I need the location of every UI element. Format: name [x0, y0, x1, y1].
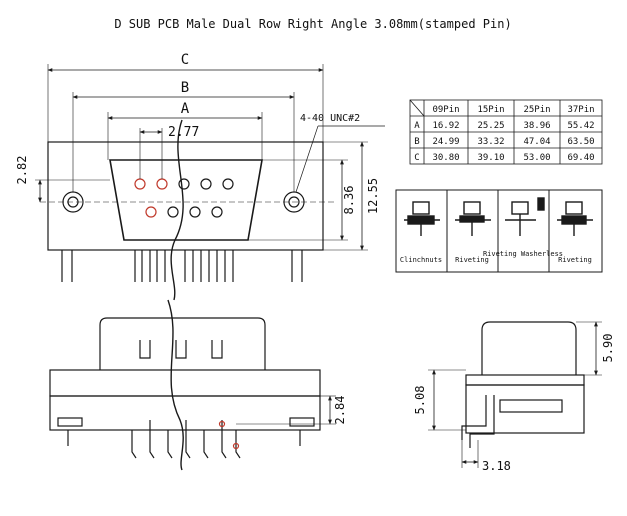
dim-b-label: B [181, 80, 189, 96]
option-label-4: Riveting [558, 256, 592, 264]
side-view [428, 321, 602, 468]
pin-8 [189, 206, 201, 218]
side-shell [481, 321, 577, 375]
svg-text:38.96: 38.96 [523, 121, 550, 131]
svg-text:24.99: 24.99 [432, 137, 459, 147]
dim-c-label: C [181, 52, 189, 68]
dim-front-pin: 2.84 [333, 396, 347, 425]
svg-text:37Pin: 37Pin [567, 105, 594, 115]
svg-text:A: A [414, 121, 420, 131]
pin-legs [134, 250, 234, 282]
dim-side-bottom: 3.18 [482, 459, 511, 473]
svg-text:33.32: 33.32 [477, 137, 504, 147]
pin-3 [178, 178, 190, 190]
d-shell [109, 159, 263, 241]
dim-left-height: 2.82 [15, 156, 29, 185]
svg-text:53.00: 53.00 [523, 153, 550, 163]
svg-text:47.04: 47.04 [523, 137, 550, 147]
pin-4 [200, 178, 212, 190]
pin-7 [167, 206, 179, 218]
option-icon-3 [505, 197, 545, 236]
dim-side-mid: 5.08 [413, 386, 427, 415]
option-label-3: Riveting Washerless [483, 250, 563, 258]
size-table: 09Pin 15Pin 25Pin 37Pin A 16.92 25.25 38… [409, 99, 603, 165]
option-label-1: Clinchnuts [400, 256, 442, 264]
svg-text:25.25: 25.25 [477, 121, 504, 131]
svg-text:15Pin: 15Pin [477, 105, 504, 115]
break-line [170, 119, 184, 301]
pin-9 [211, 206, 223, 218]
drawing-title: D SUB PCB Male Dual Row Right Angle 3.08… [114, 17, 511, 31]
svg-text:C: C [414, 153, 419, 163]
svg-text:55.42: 55.42 [567, 121, 594, 131]
pin-6-marked [145, 206, 157, 218]
svg-text:69.40: 69.40 [567, 153, 594, 163]
pin-1-marked [134, 178, 146, 190]
front-shell [99, 317, 266, 370]
option-label-2: Riveting [455, 256, 489, 264]
dim-side-top: 5.90 [601, 334, 615, 363]
dim-a-label: A [181, 101, 190, 117]
pin-5 [222, 178, 234, 190]
pin-2-marked [156, 178, 168, 190]
svg-text:16.92: 16.92 [432, 121, 459, 131]
dim-inner-height: 8.36 [342, 186, 356, 215]
option-icon-1 [404, 201, 440, 236]
svg-text:30.80: 30.80 [432, 153, 459, 163]
top-view [35, 64, 385, 301]
flange [47, 141, 324, 251]
option-icon-4 [557, 201, 593, 236]
svg-text:09Pin: 09Pin [432, 105, 459, 115]
svg-text:25Pin: 25Pin [523, 105, 550, 115]
svg-text:39.10: 39.10 [477, 153, 504, 163]
dim-pitch-label: 2.77 [168, 125, 199, 140]
svg-text:B: B [414, 137, 419, 147]
hole-spec-label: 4-40 UNC#2 [300, 113, 360, 124]
dim-outer-height: 12.55 [366, 178, 380, 214]
svg-text:63.50: 63.50 [567, 137, 594, 147]
hardware-options: Clinchnuts Riveting Riveting Washerless … [395, 189, 603, 273]
front-view [49, 299, 336, 471]
option-icon-2 [455, 201, 491, 236]
